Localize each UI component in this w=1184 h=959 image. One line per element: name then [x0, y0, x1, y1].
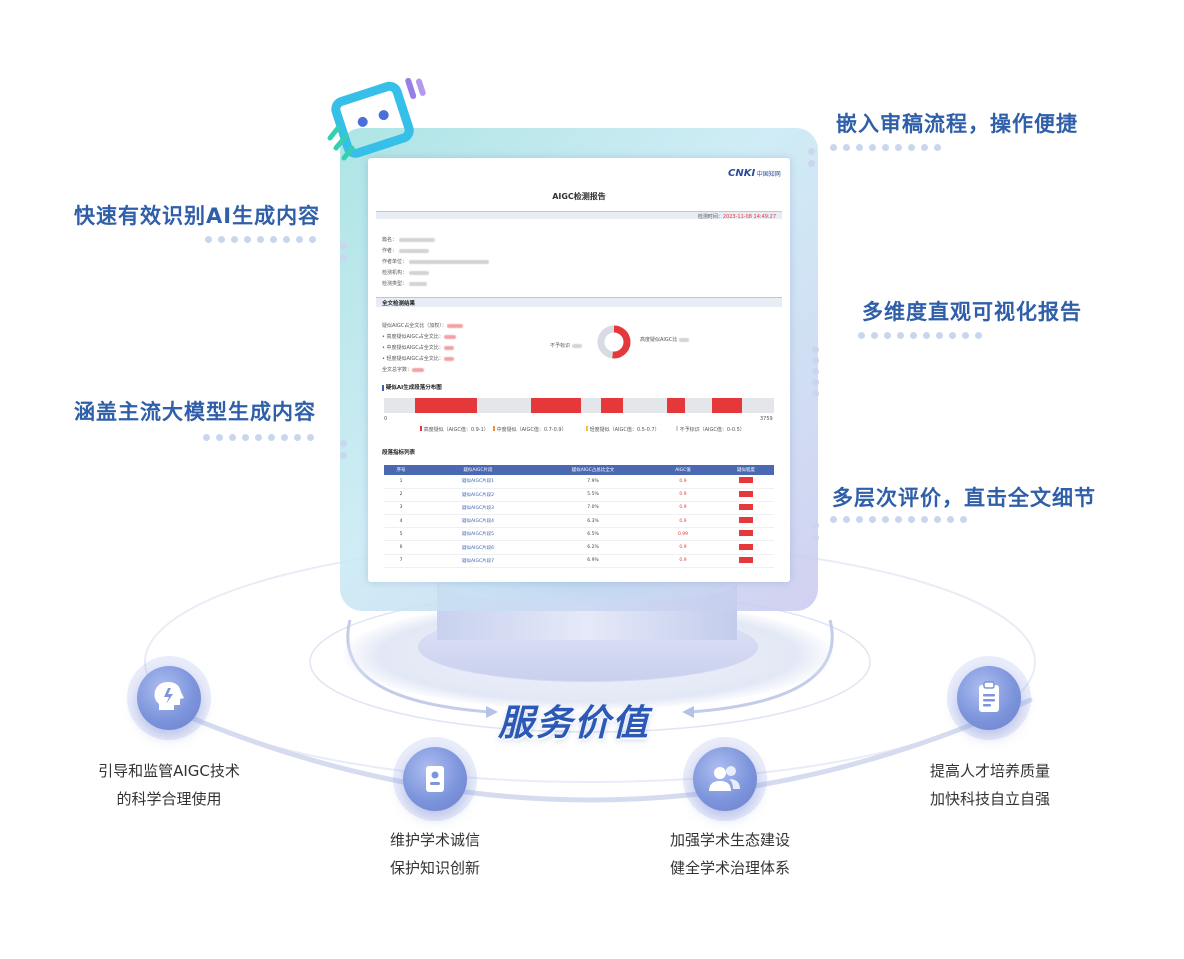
dots-multi-level	[830, 516, 967, 523]
dist-seg-1	[415, 398, 477, 413]
dist-title: 疑似AI生成段落分布图	[382, 383, 442, 391]
dist-seg-3	[601, 398, 623, 413]
value-node-talent	[957, 666, 1021, 730]
section-full-title: 全文检测结果	[382, 301, 416, 307]
dist-start: 0	[384, 416, 388, 422]
donut-label-right: 高度疑似AIGC比	[640, 336, 689, 343]
stat-weighted: 疑似AIGC占全文比（加权）：	[382, 322, 463, 329]
value-label-guide: 引导和监管AIGC技术 的科学合理使用	[98, 762, 240, 808]
segment-link[interactable]: 疑似AIGC片段7	[418, 554, 538, 568]
value-label-talent: 提高人才培养质量 加快科技自立自强	[929, 762, 1050, 808]
value-label-integrity: 维护学术诚信 保护知识创新	[389, 831, 480, 877]
donut-chart	[597, 325, 631, 359]
field-affiliation: 作者单位：	[382, 258, 489, 265]
aigc-report-screen: CNKI 中国知网 AIGC检测报告 检测时间：2023-11-08 14:49…	[368, 158, 790, 582]
donut-label-left: 不予标识	[550, 342, 582, 349]
dist-seg-2	[531, 398, 581, 413]
field-title: 篇名：	[382, 236, 435, 243]
callout-visual-report: 多维度直观可视化报告	[862, 300, 1082, 324]
level-mark	[739, 556, 753, 563]
value-node-ecology	[693, 747, 757, 811]
dots-models	[203, 434, 314, 441]
level-mark	[739, 503, 753, 510]
dots-visual-report-v	[812, 346, 819, 397]
level-mark	[739, 530, 753, 537]
level-mark	[739, 517, 753, 524]
dots-detect-ai	[205, 236, 316, 243]
dots-detect-ai-v	[340, 242, 347, 261]
segment-link[interactable]: 疑似AIGC片段6	[418, 540, 538, 555]
dots-visual-report	[858, 332, 982, 339]
clipboard-icon	[979, 681, 999, 712]
field-type: 检测类型：	[382, 280, 427, 287]
segment-link[interactable]: 疑似AIGC片段3	[418, 501, 538, 516]
distribution-bar	[384, 398, 774, 413]
report-title: AIGC检测报告	[552, 192, 606, 201]
legend-low: 轻度疑似（AIGC值：0.5-0.7）	[586, 426, 660, 433]
legend-mid: 中度疑似（AIGC值：0.7-0.9）	[493, 426, 567, 433]
segment-link[interactable]: 疑似AIGC片段1	[418, 475, 538, 489]
stat-mid: • 中度疑似AIGC占全文比：	[382, 344, 454, 351]
value-node-integrity	[403, 747, 467, 811]
cnki-logo: CNKI 中国知网	[728, 168, 781, 179]
level-mark	[739, 543, 753, 550]
segment-link[interactable]: 疑似AIGC片段5	[418, 527, 538, 542]
report-time: 检测时间：2023-11-08 14:49:27	[697, 214, 776, 220]
users-icon	[709, 766, 740, 791]
callout-models: 涵盖主流大模型生成内容	[74, 400, 316, 424]
lightbulb-head-icon	[154, 682, 184, 710]
segment-link[interactable]: 疑似AIGC片段4	[418, 514, 538, 529]
callout-multi-level: 多层次评价，直击全文细节	[832, 486, 1096, 510]
service-value-title: 服务价值	[498, 703, 651, 744]
field-org: 检测机构：	[382, 269, 429, 276]
stat-low: • 轻度疑似AIGC占全文比：	[382, 355, 454, 362]
dots-embed-review-v	[808, 148, 815, 167]
stat-words: 全文总字数：	[382, 366, 425, 373]
callout-embed-review: 嵌入审稿流程，操作便捷	[836, 112, 1078, 136]
segment-link[interactable]: 疑似AIGC片段2	[418, 488, 538, 502]
legend-high: 高度疑似（AIGC值：0.9-1）	[420, 426, 489, 433]
dist-seg-5	[712, 398, 742, 413]
list-title: 段落指标列表	[382, 450, 416, 456]
value-label-ecology: 加强学术生态建设 健全学术治理体系	[669, 831, 790, 877]
table-header: 序号 疑似AIGC片段 疑似AIGC占总比全文 AIGC值 疑似程度	[384, 465, 774, 475]
level-mark	[739, 490, 753, 497]
dist-seg-4	[667, 398, 685, 413]
stat-high: • 高度疑似AIGC占全文比：	[382, 333, 456, 340]
id-badge-icon	[426, 766, 444, 792]
level-mark	[739, 477, 753, 484]
callout-detect-ai: 快速有效识别AI生成内容	[74, 204, 321, 228]
section-bar-full	[376, 297, 782, 307]
dots-models-v	[340, 440, 347, 459]
legend-none: 不予标识（AIGC值：0-0.5）	[676, 426, 745, 433]
dots-multi-level-v	[812, 522, 819, 541]
value-node-guide	[137, 666, 201, 730]
report-time-bar	[376, 211, 782, 219]
field-author: 作者：	[382, 247, 429, 254]
dots-embed-review	[830, 144, 941, 151]
robot-icon	[327, 78, 426, 161]
dist-end: 3759	[760, 416, 773, 422]
